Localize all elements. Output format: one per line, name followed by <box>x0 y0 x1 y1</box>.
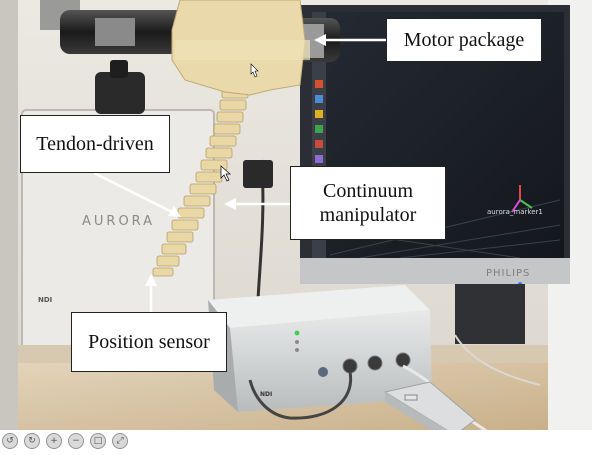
zoom-out-icon[interactable]: − <box>68 433 84 449</box>
rotate-right-icon[interactable]: ↻ <box>24 433 40 449</box>
rotate-left-icon[interactable]: ↺ <box>2 433 18 449</box>
wall-socket <box>243 160 273 188</box>
status-led <box>294 330 300 336</box>
fit-icon[interactable]: □ <box>90 433 106 449</box>
monitor-brand: PHILIPS <box>486 268 530 279</box>
port-1 <box>342 358 358 374</box>
mouse-cursor-2 <box>250 63 259 78</box>
label-position-sensor: Position sensor <box>71 312 227 372</box>
port-small <box>318 367 328 377</box>
label-continuum-line2: manipulator <box>319 204 417 226</box>
marker-axes <box>511 185 533 213</box>
annotation-arrows <box>93 34 386 312</box>
mouse-cursor <box>220 165 231 182</box>
label-continuum-line1: Continuum <box>322 180 413 202</box>
box-front <box>230 310 432 412</box>
label-tendon-driven: Tendon-driven <box>20 115 170 173</box>
port-3 <box>395 352 411 368</box>
label-motor-package-text: Motor package <box>403 29 525 51</box>
label-motor-package: Motor package <box>386 18 542 62</box>
aurora-logo: AURORA <box>82 214 155 229</box>
arrow-tendon <box>93 171 175 215</box>
wall-edge <box>0 0 18 430</box>
motor-package <box>60 0 340 96</box>
label-continuum-manipulator: Continuum manipulator <box>290 166 446 240</box>
label-tendon-driven-text: Tendon-driven <box>36 133 154 155</box>
box-top <box>208 285 430 328</box>
sensor-cable <box>248 371 353 420</box>
continuum-manipulator <box>152 87 249 277</box>
ndi-logo-generator: NDI <box>38 296 52 304</box>
tripod-mount <box>95 60 145 114</box>
viewer-controls: ↺ ↻ + − □ ⤢ <box>0 429 162 453</box>
monitor-stand <box>455 284 525 344</box>
zoom-in-icon[interactable]: + <box>46 433 62 449</box>
marker-label: aurora_marker1 <box>487 208 543 216</box>
monitor-bottom-bezel <box>300 258 570 284</box>
ndi-logo-box: NDI <box>260 391 272 398</box>
port-2 <box>367 355 383 371</box>
fullscreen-icon[interactable]: ⤢ <box>112 433 128 449</box>
taskbar-icons <box>315 80 323 163</box>
label-position-sensor-text: Position sensor <box>88 331 210 353</box>
